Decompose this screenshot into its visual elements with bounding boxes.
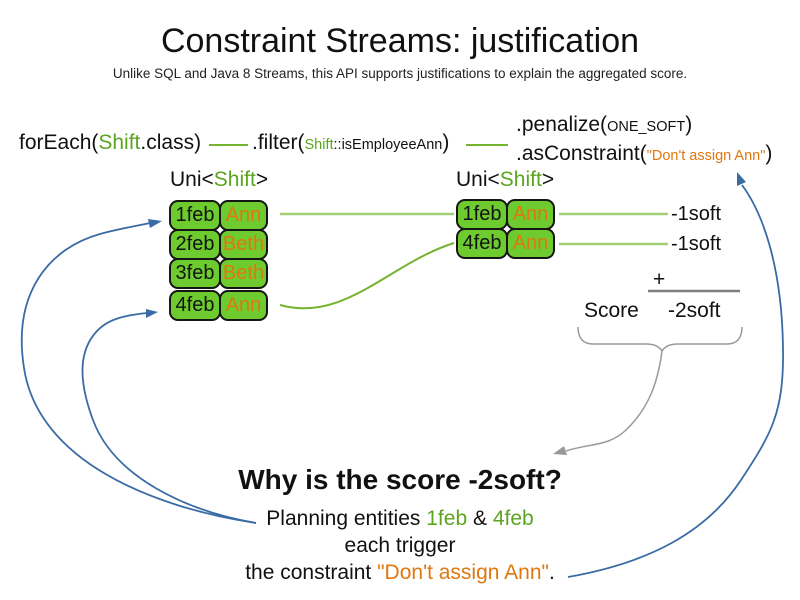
shift-table-right: 1feb Ann 4feb Ann bbox=[456, 199, 555, 259]
uni-pre-right: Uni< bbox=[456, 168, 500, 191]
shift-date-cell: 1feb bbox=[456, 199, 508, 230]
justification-line-3: the constraint "Don't assign Ann". bbox=[50, 559, 750, 586]
shift-date-cell: 4feb bbox=[456, 228, 508, 259]
line1-mid: & bbox=[467, 507, 493, 530]
justification-block: Why is the score -2soft? Planning entiti… bbox=[50, 464, 750, 586]
shift-employee-cell: Ann bbox=[219, 290, 268, 321]
arrow-constraint-arrowhead-icon bbox=[737, 172, 746, 186]
line1-entity-4feb: 4feb bbox=[492, 507, 534, 530]
shift-date-cell: 1feb bbox=[169, 200, 221, 231]
score-label: Score bbox=[584, 299, 639, 322]
arrow-1feb-arrowhead-icon bbox=[148, 219, 162, 228]
code-token-shift-icon: Shift bbox=[98, 131, 141, 154]
code-filter-method: ::isEmployeeAnn bbox=[333, 137, 443, 153]
shift-employee-cell: Ann bbox=[219, 200, 268, 231]
uni-pre-left: Uni< bbox=[170, 168, 214, 191]
shift-date-cell: 2feb bbox=[169, 229, 221, 260]
uni-shift-right: Shift bbox=[499, 168, 542, 191]
stream-type-label-right: Uni<Shift> bbox=[456, 168, 554, 192]
shift-table-left: 1feb Ann 2feb Beth 3feb Beth 4feb Ann bbox=[169, 200, 268, 321]
justification-line-2: each trigger bbox=[344, 534, 456, 557]
connector-4feb-row bbox=[279, 242, 455, 310]
table-row: 1feb Ann bbox=[169, 200, 268, 231]
score-to-justification-arrowhead-icon bbox=[553, 446, 567, 455]
code-foreach: forEach(Shift.class) bbox=[19, 131, 201, 155]
code-penalize-arg: ONE_SOFT bbox=[607, 119, 686, 135]
uni-post-right: > bbox=[541, 168, 555, 191]
code-asconstraint-pre: .asConstraint( bbox=[516, 142, 647, 165]
shift-employee-cell: Ann bbox=[506, 228, 555, 259]
uni-post-left: > bbox=[255, 168, 269, 191]
penalty-label: -1soft bbox=[671, 233, 722, 255]
shift-date-cell: 4feb bbox=[169, 290, 221, 321]
uni-shift-left: Shift bbox=[213, 168, 256, 191]
shift-date-cell: 3feb bbox=[169, 258, 221, 289]
underbrace bbox=[577, 326, 743, 353]
code-foreach-post: .class) bbox=[140, 131, 202, 154]
page-title: Constraint Streams: justification bbox=[160, 22, 640, 60]
shift-employee-cell: Beth bbox=[219, 258, 268, 289]
score-value: -2soft bbox=[668, 299, 721, 322]
justification-line-1: Planning entities 1feb & 4feb bbox=[50, 505, 750, 532]
code-filter-pre: .filter( bbox=[252, 131, 305, 154]
line3-pre: the constraint bbox=[245, 561, 378, 584]
penalty-label: -1soft bbox=[671, 203, 722, 225]
line3-constraint-name: "Don't assign Ann" bbox=[377, 561, 549, 584]
score-to-justification-arrow bbox=[565, 350, 663, 452]
table-row: 1feb Ann bbox=[456, 199, 555, 230]
code-penalize-pre: .penalize( bbox=[516, 113, 608, 136]
code-foreach-pre: forEach( bbox=[19, 131, 99, 154]
arrow-4feb-arrowhead-icon bbox=[146, 309, 158, 318]
shift-employee-cell: Beth bbox=[219, 229, 268, 260]
table-row: 3feb Beth bbox=[169, 258, 268, 289]
shift-employee-cell: Ann bbox=[506, 199, 555, 230]
code-filter-close: ) bbox=[442, 131, 450, 154]
justification-heading: Why is the score -2soft? bbox=[238, 464, 562, 495]
code-penalize-post: ) bbox=[685, 113, 693, 136]
table-row: 2feb Beth bbox=[169, 229, 268, 260]
page-subtitle: Unlike SQL and Java 8 Streams, this API … bbox=[112, 66, 688, 81]
code-filter: .filter(Shift::isEmployeeAnn) bbox=[252, 131, 449, 155]
line3-post: . bbox=[548, 561, 555, 584]
code-filter-class: Shift bbox=[304, 137, 334, 153]
line1-entity-1feb: 1feb bbox=[426, 507, 468, 530]
stream-type-label-left: Uni<Shift> bbox=[170, 168, 268, 192]
table-row: 4feb Ann bbox=[456, 228, 555, 259]
code-penalize: .penalize(ONE_SOFT) bbox=[516, 113, 692, 137]
table-row: 4feb Ann bbox=[169, 290, 268, 321]
code-asconstraint: .asConstraint("Don't assign Ann") bbox=[516, 142, 772, 166]
code-asconstraint-post: ) bbox=[765, 142, 773, 165]
plus-operator: + bbox=[653, 268, 666, 291]
constraint-name-arg: "Don't assign Ann" bbox=[646, 148, 766, 164]
line1-pre: Planning entities bbox=[266, 507, 427, 530]
